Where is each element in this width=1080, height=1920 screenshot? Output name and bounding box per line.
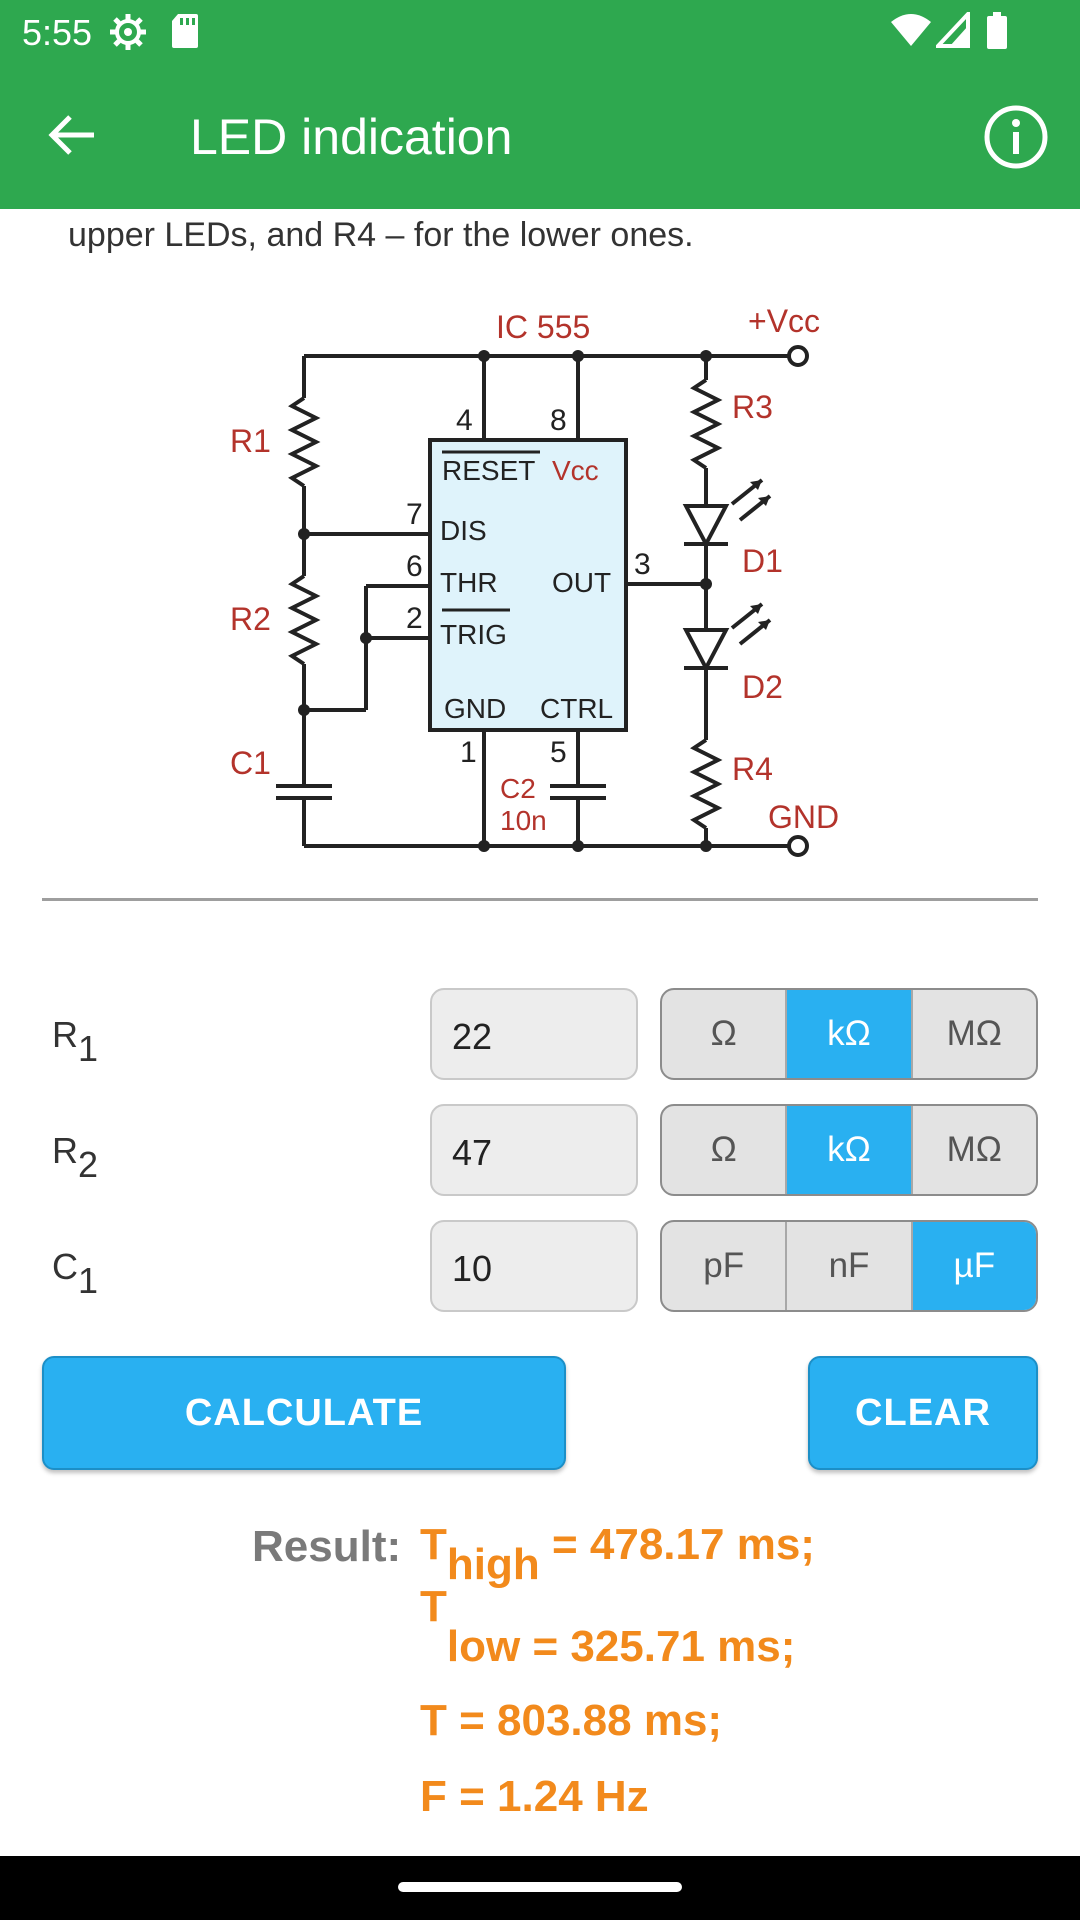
intro-text: upper LEDs, and R4 – for the lower ones. [68, 216, 694, 254]
c2-label: C2 [500, 773, 536, 804]
r1-value-input[interactable]: 22 [430, 988, 638, 1080]
app-header: 5:55 LED indication [0, 0, 1080, 209]
r1-row-label: R1 [52, 1014, 99, 1069]
wifi-icon [890, 12, 932, 53]
c1-unit-selector: pF nF µF [660, 1220, 1038, 1312]
result-t-low: Tlow = 325.71 ms; [420, 1582, 796, 1671]
c1-value-input[interactable]: 10 [430, 1220, 638, 1312]
pin-5-number: 5 [550, 736, 567, 769]
result-t-high: Thigh = 478.17 ms; [420, 1520, 815, 1589]
pin-1-number: 1 [460, 736, 477, 769]
r3-label: R3 [732, 389, 773, 425]
pin-trig-label: TRIG [440, 619, 507, 650]
arrow-back-icon [48, 115, 94, 155]
r2-unit-selector: Ω kΩ MΩ [660, 1104, 1038, 1196]
c1-unit-uf[interactable]: µF [912, 1222, 1036, 1310]
d1-label: D1 [742, 543, 783, 579]
c1-row-label: C1 [52, 1246, 99, 1301]
page-title: LED indication [190, 109, 513, 165]
r1-label: R1 [230, 423, 271, 459]
r2-unit-mohm[interactable]: MΩ [946, 1130, 1002, 1169]
pin-thr-label: THR [440, 567, 498, 598]
clear-button[interactable]: CLEAR [808, 1356, 1038, 1470]
d2-label: D2 [742, 669, 783, 705]
pin-8-number: 8 [550, 404, 567, 437]
c1-unit-nf[interactable]: nF [787, 1222, 913, 1310]
r2-row-label: R2 [52, 1130, 99, 1185]
result-period: T = 803.88 ms; [420, 1696, 723, 1745]
pin-vcc-label: Vcc [552, 455, 599, 486]
c2-value: 10n [500, 805, 547, 836]
pin-4-number: 4 [456, 404, 473, 437]
pin-7-number: 7 [406, 498, 423, 531]
circuit-schematic: IC 555 +Vcc GND R1 R2 C1 R3 D1 D2 R4 C2 … [210, 290, 870, 885]
r1-unit-mohm[interactable]: MΩ [946, 1014, 1002, 1053]
pin-ctrl-label: CTRL [540, 693, 613, 724]
pin-dis-label: DIS [440, 515, 487, 546]
pin-3-number: 3 [634, 548, 651, 581]
c1-label: C1 [230, 745, 271, 781]
c1-unit-pf[interactable]: pF [662, 1222, 788, 1310]
gnd-label: GND [768, 799, 839, 835]
r2-label: R2 [230, 601, 271, 637]
pin-6-number: 6 [406, 550, 423, 583]
r1-unit-kohm[interactable]: kΩ [787, 990, 913, 1078]
pin-gnd-label: GND [444, 693, 506, 724]
r2-unit-ohm[interactable]: Ω [662, 1106, 788, 1194]
pin-reset-label: RESET [442, 455, 535, 486]
sd-card-icon [170, 12, 200, 55]
r2-unit-kohm[interactable]: kΩ [787, 1106, 913, 1194]
battery-icon [986, 12, 1008, 55]
status-time: 5:55 [22, 12, 93, 53]
info-icon [984, 105, 1048, 169]
vcc-label: +Vcc [748, 303, 820, 339]
pin-2-number: 2 [406, 602, 423, 635]
r1-unit-ohm[interactable]: Ω [662, 990, 788, 1078]
info-button[interactable] [983, 104, 1049, 170]
chip-title: IC 555 [496, 309, 590, 345]
result-label: Result: [252, 1522, 402, 1571]
settings-gear-icon [108, 12, 148, 57]
calculate-button[interactable]: CALCULATE [42, 1356, 566, 1470]
r1-unit-selector: Ω kΩ MΩ [660, 988, 1038, 1080]
r2-value-input[interactable]: 47 [430, 1104, 638, 1196]
home-gesture-handle[interactable] [398, 1882, 682, 1892]
status-bar: 5:55 [0, 0, 1080, 64]
r4-label: R4 [732, 751, 773, 787]
divider [42, 898, 1038, 901]
signal-icon [933, 8, 970, 53]
back-button[interactable] [42, 110, 102, 160]
result-frequency: F = 1.24 Hz [420, 1772, 649, 1821]
pin-out-label: OUT [552, 567, 611, 598]
